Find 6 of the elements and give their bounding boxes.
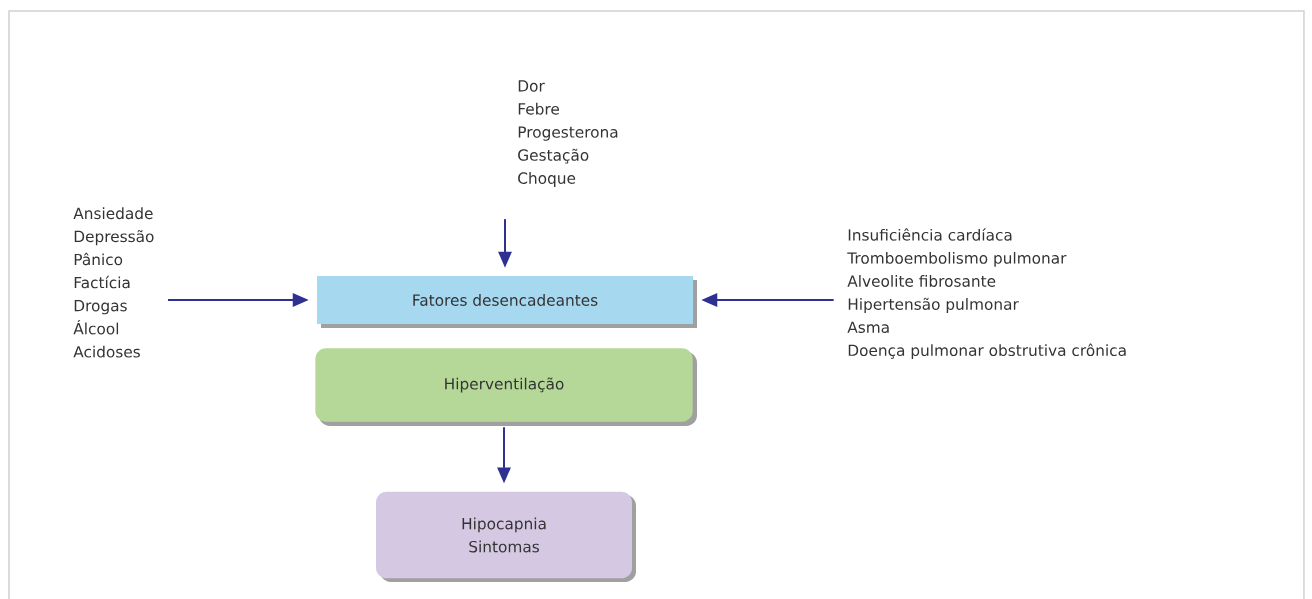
process-box: Hiperventilação (315, 348, 697, 426)
item-list: Insuficiência cardíaca Tromboembolismo pulmonar Alveolite fibrosante Hipertensão pulmonar Asma Doença pulmonar obstrutiva crônica (847, 228, 1126, 360)
process-box: Hipocapnia Sintomas (376, 491, 636, 582)
item-list: Dor Febre Progesterona Gestação Choque (518, 80, 618, 187)
process-box: Fatores desencadeantes (317, 276, 697, 328)
item-list: Ansiedade Depressão Pânico Factícia Drogas Álcool Acidoses (73, 207, 154, 358)
